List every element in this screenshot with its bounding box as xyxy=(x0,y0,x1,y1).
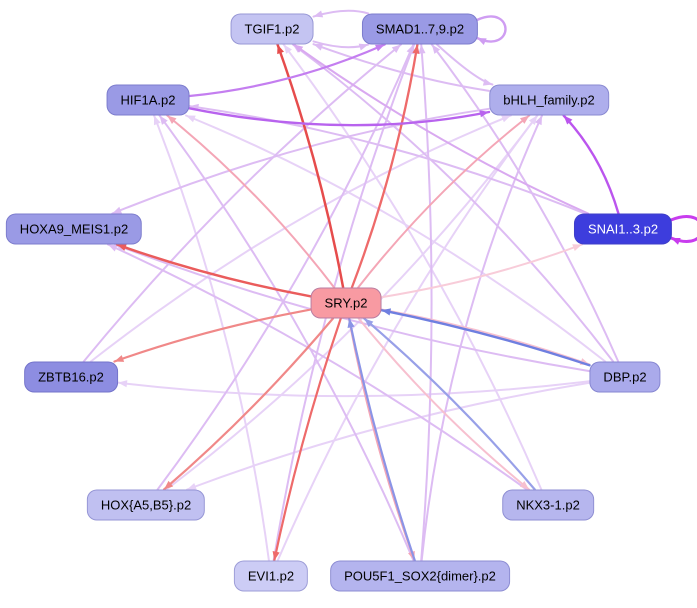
edge-pou5f1-hif1a-arrowhead xyxy=(159,115,168,125)
edge-sry-bhlh-arrowhead xyxy=(519,115,530,124)
edge-hoxa5b5-smad xyxy=(156,43,415,491)
edge-sry-hoxa5b5 xyxy=(162,317,335,491)
node-hoxa9[interactable]: HOXA9_MEIS1.p2 xyxy=(5,213,143,245)
edge-snai1-bhlh-arrowhead xyxy=(563,115,573,125)
edge-pou5f1-sry-arrowhead xyxy=(347,318,355,329)
edge-sry-bhlh xyxy=(357,114,531,289)
node-pou5f1[interactable]: POU5F1_SOX2{dimer}.p2 xyxy=(330,560,510,592)
node-dbp[interactable]: DBP.p2 xyxy=(589,361,661,393)
edge-hif1a-bhlh xyxy=(188,107,491,127)
edge-zbtb16-bhlh xyxy=(89,114,512,363)
edge-bhlh-hoxa9-arrowhead xyxy=(112,206,122,214)
edge-sry-smad-arrowhead xyxy=(412,44,420,54)
edge-snai1-tgif1 xyxy=(292,43,590,215)
node-zbtb16[interactable]: ZBTB16.p2 xyxy=(24,361,118,393)
edge-dbp-hoxa5b5-arrowhead xyxy=(187,482,197,490)
edge-evi1-hif1a xyxy=(153,114,270,562)
node-sry[interactable]: SRY.p2 xyxy=(310,287,382,319)
edge-hif1a-smad-arrowhead xyxy=(375,44,385,52)
edge-evi1-hif1a-arrowhead xyxy=(153,115,161,126)
edge-sry-zbtb16-arrowhead xyxy=(114,355,125,362)
edge-sry-zbtb16 xyxy=(113,308,312,363)
edge-sry-tgif1-arrowhead xyxy=(277,44,284,55)
edge-pou5f1-smad-arrowhead xyxy=(418,44,426,54)
edge-tgif1-smad-arrowhead xyxy=(358,43,369,51)
edge-dbp-zbtb16 xyxy=(117,380,591,398)
edge-nkx3-sry-arrowhead xyxy=(364,318,374,328)
edge-sry-hoxa9-arrowhead xyxy=(117,244,127,251)
edge-dbp-tgif1 xyxy=(291,43,615,363)
edge-zbtb16-bhlh-arrowhead xyxy=(501,115,511,123)
edge-bhlh-hoxa9 xyxy=(111,107,490,215)
edge-sry-evi1 xyxy=(273,317,342,562)
edge-sry-smad xyxy=(350,43,419,289)
edge-sry-snai1 xyxy=(380,243,583,299)
node-snai1[interactable]: SNAI1..3.p2 xyxy=(573,213,673,245)
edge-pou5f1-sry xyxy=(348,317,416,562)
edge-smad-tgif1-arrowhead xyxy=(313,10,324,18)
edge-dbp-smad xyxy=(430,43,620,363)
edge-smad-bhlh xyxy=(436,43,494,86)
edge-pou5f1-bhlh xyxy=(420,114,544,562)
node-nkx3[interactable]: NKX3-1.p2 xyxy=(502,489,594,521)
edge-dbp-hoxa5b5 xyxy=(186,381,591,491)
edge-sry-hoxa9 xyxy=(115,243,312,298)
edge-dbp-hoxa9 xyxy=(113,243,591,373)
edge-dbp-smad-arrowhead xyxy=(431,44,441,54)
edge-sry-nkx3 xyxy=(357,317,531,491)
edge-dbp-sry xyxy=(380,308,591,367)
edge-sry-snai1-arrowhead xyxy=(572,244,582,252)
edge-snai1-tgif1-arrowhead xyxy=(293,44,304,53)
edge-sry-hif1a-arrowhead xyxy=(167,115,177,124)
edge-smad-smad-arrowhead xyxy=(477,38,487,45)
node-evi1[interactable]: EVI1.p2 xyxy=(233,560,309,592)
node-bhlh[interactable]: bHLH_family.p2 xyxy=(489,84,609,116)
edge-zbtb16-smad-arrowhead xyxy=(391,44,401,53)
node-hif1a[interactable]: HIF1A.p2 xyxy=(106,84,190,116)
edge-nkx3-sry xyxy=(363,317,536,491)
edge-evi1-bhlh xyxy=(276,114,539,562)
edge-snai1-hif1a xyxy=(188,105,586,215)
edge-dbp-zbtb16-arrowhead xyxy=(118,380,128,388)
edge-sry-tgif1 xyxy=(276,43,345,289)
edge-smad-smad xyxy=(475,15,507,43)
edge-sry-evi1-arrowhead xyxy=(272,550,280,561)
node-tgif1[interactable]: TGIF1.p2 xyxy=(230,13,314,45)
edge-nkx3-tgif1 xyxy=(282,43,543,491)
edge-pou5f1-smad xyxy=(420,43,433,562)
edge-hif1a-bhlh-arrowhead xyxy=(479,110,489,118)
edge-snai1-bhlh xyxy=(562,114,620,215)
edge-hoxa5b5-smad-arrowhead xyxy=(406,44,414,55)
edge-dbp-hif1a-arrowhead xyxy=(186,115,196,123)
edge-sry-hoxa5b5-arrowhead xyxy=(164,480,174,490)
edge-nkx3-hoxa9-arrowhead xyxy=(108,244,118,252)
edge-pou5f1-hif1a xyxy=(158,114,415,562)
node-hoxa5b5[interactable]: HOX{A5,B5}.p2 xyxy=(86,489,206,521)
edge-dbp-sry-arrowhead xyxy=(381,308,392,316)
edge-hif1a-smad xyxy=(188,43,386,98)
edge-sry-nkx3-arrowhead xyxy=(519,481,530,490)
edge-snai1-snai1-arrowhead xyxy=(671,238,681,245)
node-smad[interactable]: SMAD1..7,9.p2 xyxy=(361,13,479,45)
edge-pou5f1-bhlh-arrowhead xyxy=(535,115,543,126)
edge-bhlh-tgif1-arrowhead xyxy=(313,43,324,51)
edge-smad-bhlh-arrowhead xyxy=(482,78,493,86)
edge-sry-hif1a xyxy=(166,114,336,289)
edge-dbp-hif1a xyxy=(185,114,607,363)
edge-snai1-snai1 xyxy=(669,215,697,243)
edge-nkx3-hoxa9 xyxy=(107,243,528,491)
edge-hoxa5b5-bhlh-arrowhead xyxy=(529,115,538,125)
edge-zbtb16-smad xyxy=(82,43,402,363)
edge-nkx3-tgif1-arrowhead xyxy=(283,44,292,54)
